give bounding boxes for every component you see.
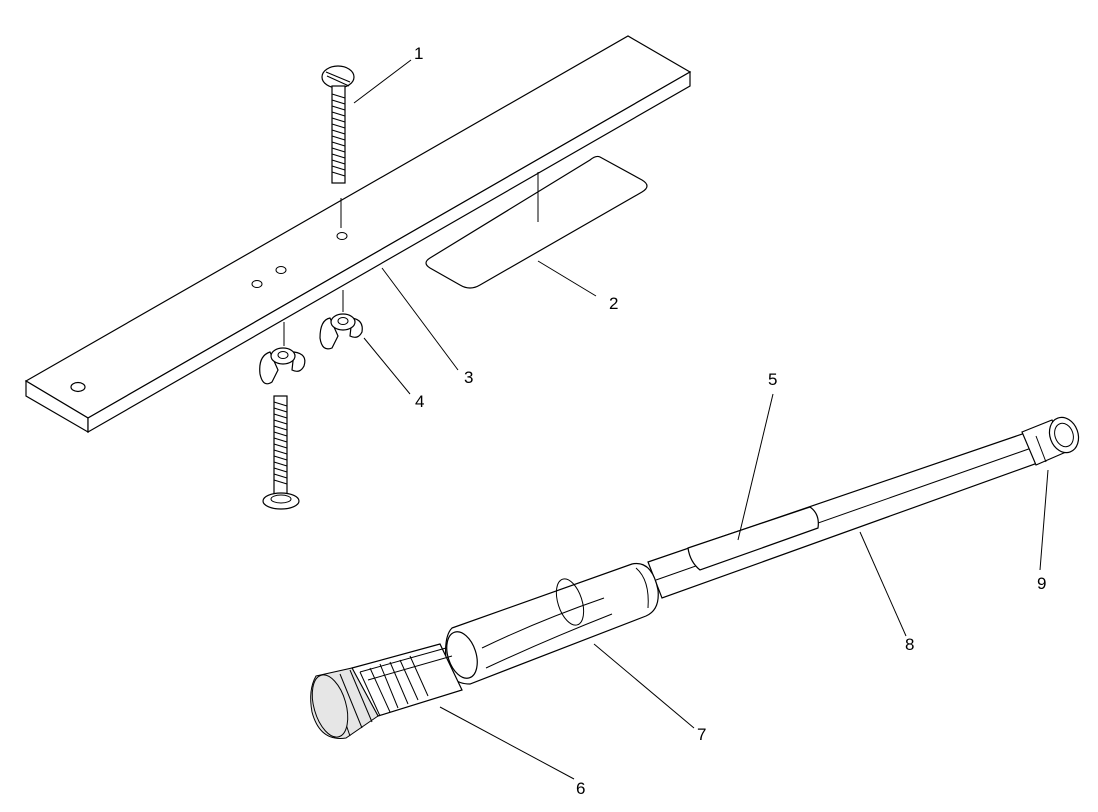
top-screw bbox=[321, 65, 355, 228]
callout-8: 8 bbox=[905, 635, 915, 654]
wing-nut-left bbox=[259, 322, 306, 385]
end-cap bbox=[1021, 416, 1080, 466]
callout-2: 2 bbox=[609, 294, 619, 313]
wing-nut-right bbox=[319, 290, 363, 350]
mounting-bar bbox=[24, 35, 692, 434]
callout-1: 1 bbox=[414, 44, 424, 63]
callout-3: 3 bbox=[464, 368, 474, 387]
brush bbox=[310, 643, 463, 739]
callout-7: 7 bbox=[697, 725, 707, 744]
label-plate bbox=[425, 155, 648, 289]
callout-9: 9 bbox=[1037, 574, 1047, 593]
callout-6: 6 bbox=[576, 779, 586, 798]
extension-pole bbox=[647, 429, 1047, 599]
callout-4: 4 bbox=[415, 392, 425, 411]
pole-label bbox=[687, 506, 819, 571]
bottom-screw bbox=[262, 395, 300, 510]
callout-5: 5 bbox=[768, 370, 778, 389]
leader-lines bbox=[353, 59, 1049, 780]
grip-handle bbox=[445, 562, 659, 685]
